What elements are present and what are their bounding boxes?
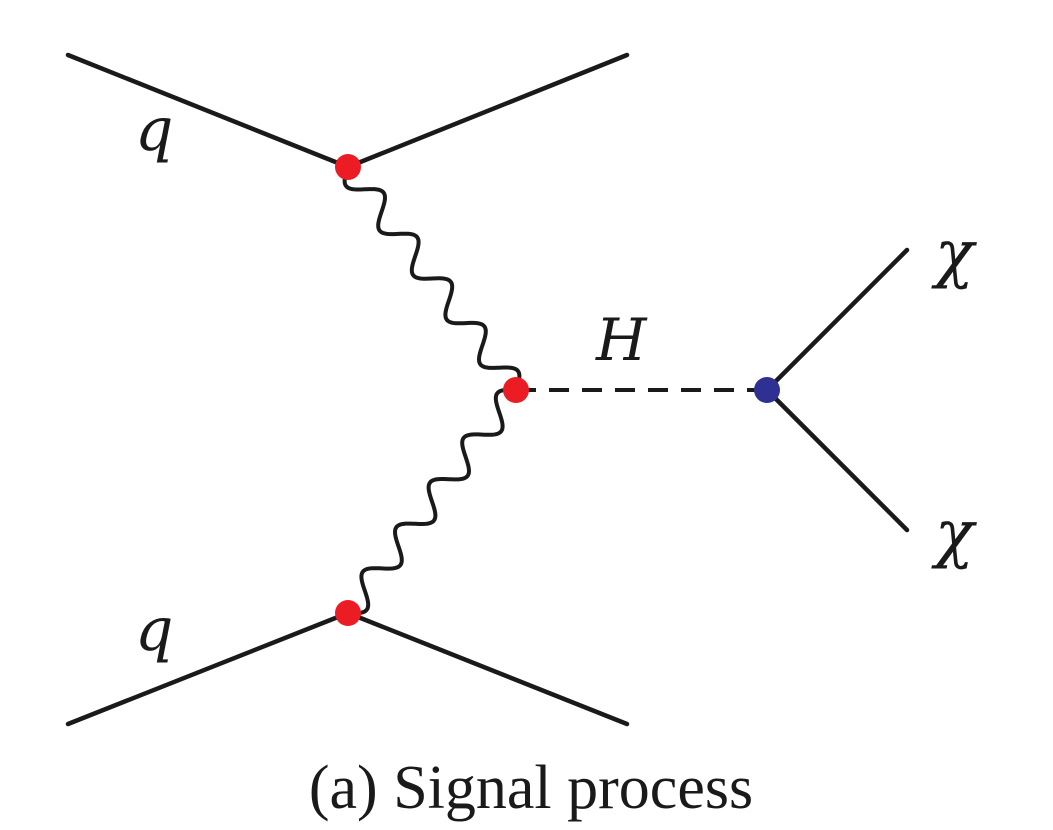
quark-line-top-incoming — [65, 52, 351, 170]
chi-line-bottom — [764, 387, 910, 533]
quark-line-top-outgoing — [345, 52, 630, 170]
figure-caption: (a) Signal process — [309, 754, 753, 822]
label-higgs: H — [595, 306, 648, 374]
quark-line-bottom-incoming — [65, 610, 351, 727]
vertex-quark-bottom — [335, 600, 361, 626]
quark-line-bottom-outgoing — [345, 610, 630, 727]
chi-line-top — [764, 247, 910, 393]
label-quark-top: q — [135, 95, 173, 165]
vector-boson-line-bottom — [346, 387, 518, 616]
label-chi-bottom: χ — [931, 497, 977, 571]
vector-boson-line-top — [342, 165, 522, 392]
label-quark-bottom: q — [135, 595, 173, 665]
vertex-vbf-fusion — [503, 377, 529, 403]
vertex-higgs-decay — [754, 377, 780, 403]
label-chi-top: χ — [931, 217, 977, 291]
vertex-quark-top — [335, 154, 361, 180]
